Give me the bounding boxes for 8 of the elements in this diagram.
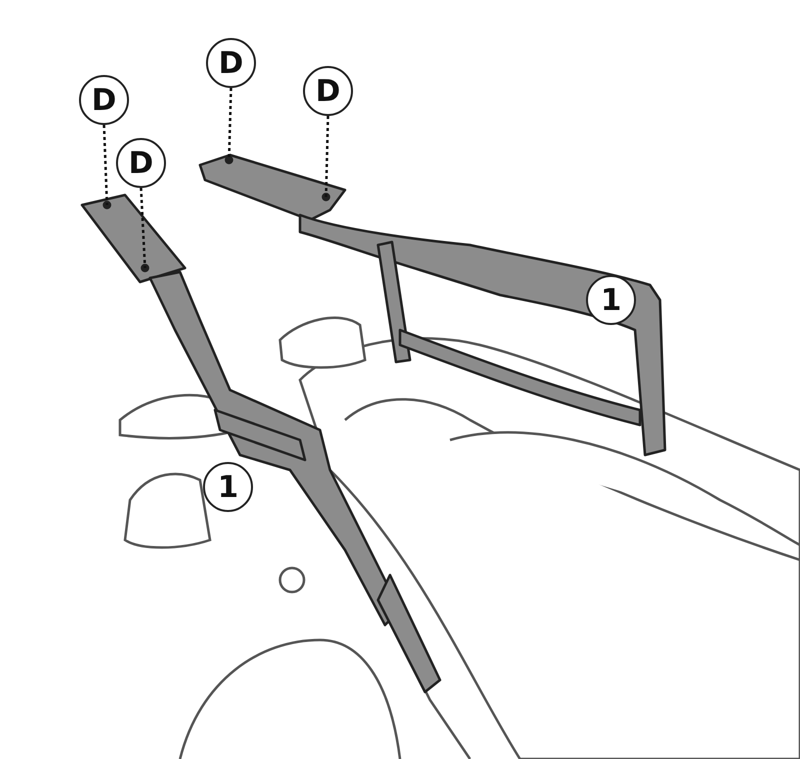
callout-number: 1 — [203, 462, 253, 512]
leader-line — [140, 188, 146, 268]
leader-line — [324, 116, 330, 198]
leader-line — [102, 124, 108, 206]
callout-letter: D — [116, 138, 166, 188]
callout-letter: D — [206, 38, 256, 88]
callout-letter: D — [79, 75, 129, 125]
callout-letter: D — [303, 66, 353, 116]
